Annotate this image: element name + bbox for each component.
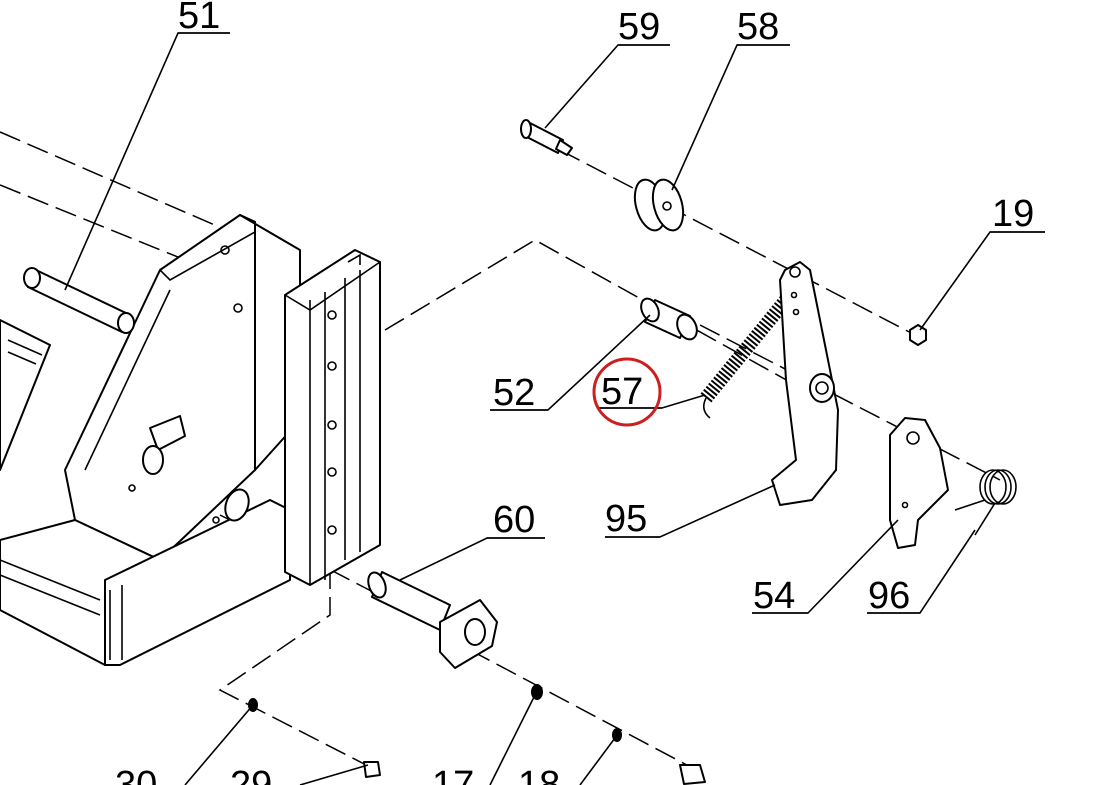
callout-29: 29 (230, 764, 272, 785)
callout-96: 96 (868, 575, 910, 617)
callout-60: 60 (493, 499, 535, 541)
part-52-bushing (640, 297, 698, 341)
part-96-torsion-spring (954, 469, 1017, 536)
main-frame (0, 214, 301, 666)
callout-17: 17 (432, 764, 474, 785)
callout-52: 52 (493, 372, 535, 414)
guide-rail (284, 249, 381, 586)
part-59-pin (520, 119, 573, 156)
callout-95: 95 (605, 498, 647, 540)
part-51-rod (23, 267, 135, 334)
part-19-nut (909, 324, 927, 346)
callout-19: 19 (992, 193, 1034, 235)
callout-58: 58 (737, 6, 779, 48)
callout-51: 51 (178, 0, 220, 37)
callout-57: 57 (601, 371, 643, 413)
callout-30: 30 (115, 764, 157, 785)
highlight-circle (592, 357, 662, 427)
callout-underlines (178, 32, 1045, 614)
callout-numbers: 51 59 58 19 52 57 95 60 54 96 30 29 17 1… (115, 0, 1034, 785)
part-54-bracket (889, 417, 949, 549)
fasteners (248, 684, 706, 785)
part-95-lever (771, 261, 839, 506)
part-60-shaft (367, 571, 498, 669)
part-58-pulley (633, 178, 685, 232)
callout-18: 18 (518, 764, 560, 785)
callout-59: 59 (618, 6, 660, 48)
callout-54: 54 (753, 575, 795, 617)
